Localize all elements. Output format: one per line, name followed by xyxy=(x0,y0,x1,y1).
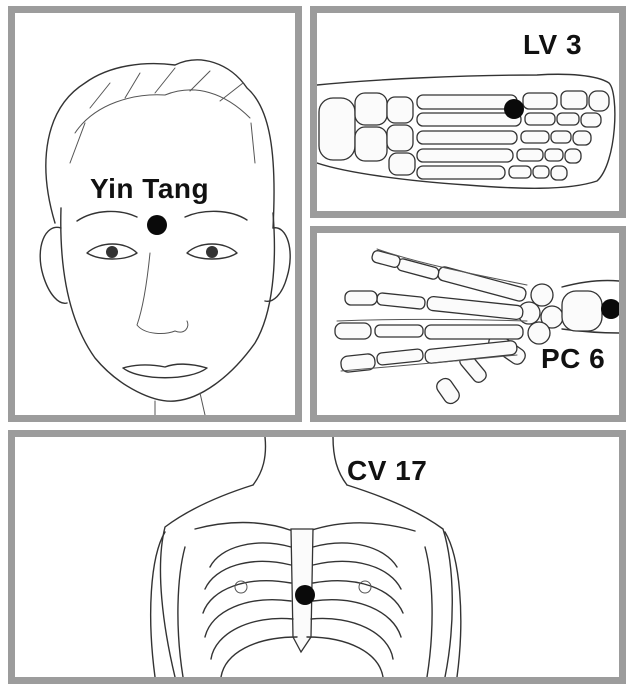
pc6-point xyxy=(601,299,621,319)
pc6-label: PC 6 xyxy=(541,343,605,375)
yin-tang-point xyxy=(147,215,167,235)
hand-bones-illustration xyxy=(317,233,619,415)
face-illustration xyxy=(15,13,295,415)
chest-illustration xyxy=(15,437,619,677)
face-panel: Yin Tang xyxy=(8,6,302,422)
lv3-label: LV 3 xyxy=(523,29,582,61)
cv17-label: CV 17 xyxy=(347,455,427,487)
cv17-point xyxy=(295,585,315,605)
chest-panel: CV 17 xyxy=(8,430,626,684)
foot-panel: LV 3 xyxy=(310,6,626,218)
yin-tang-label: Yin Tang xyxy=(90,173,209,205)
lv3-point xyxy=(504,99,524,119)
hand-panel: PC 6 xyxy=(310,226,626,422)
